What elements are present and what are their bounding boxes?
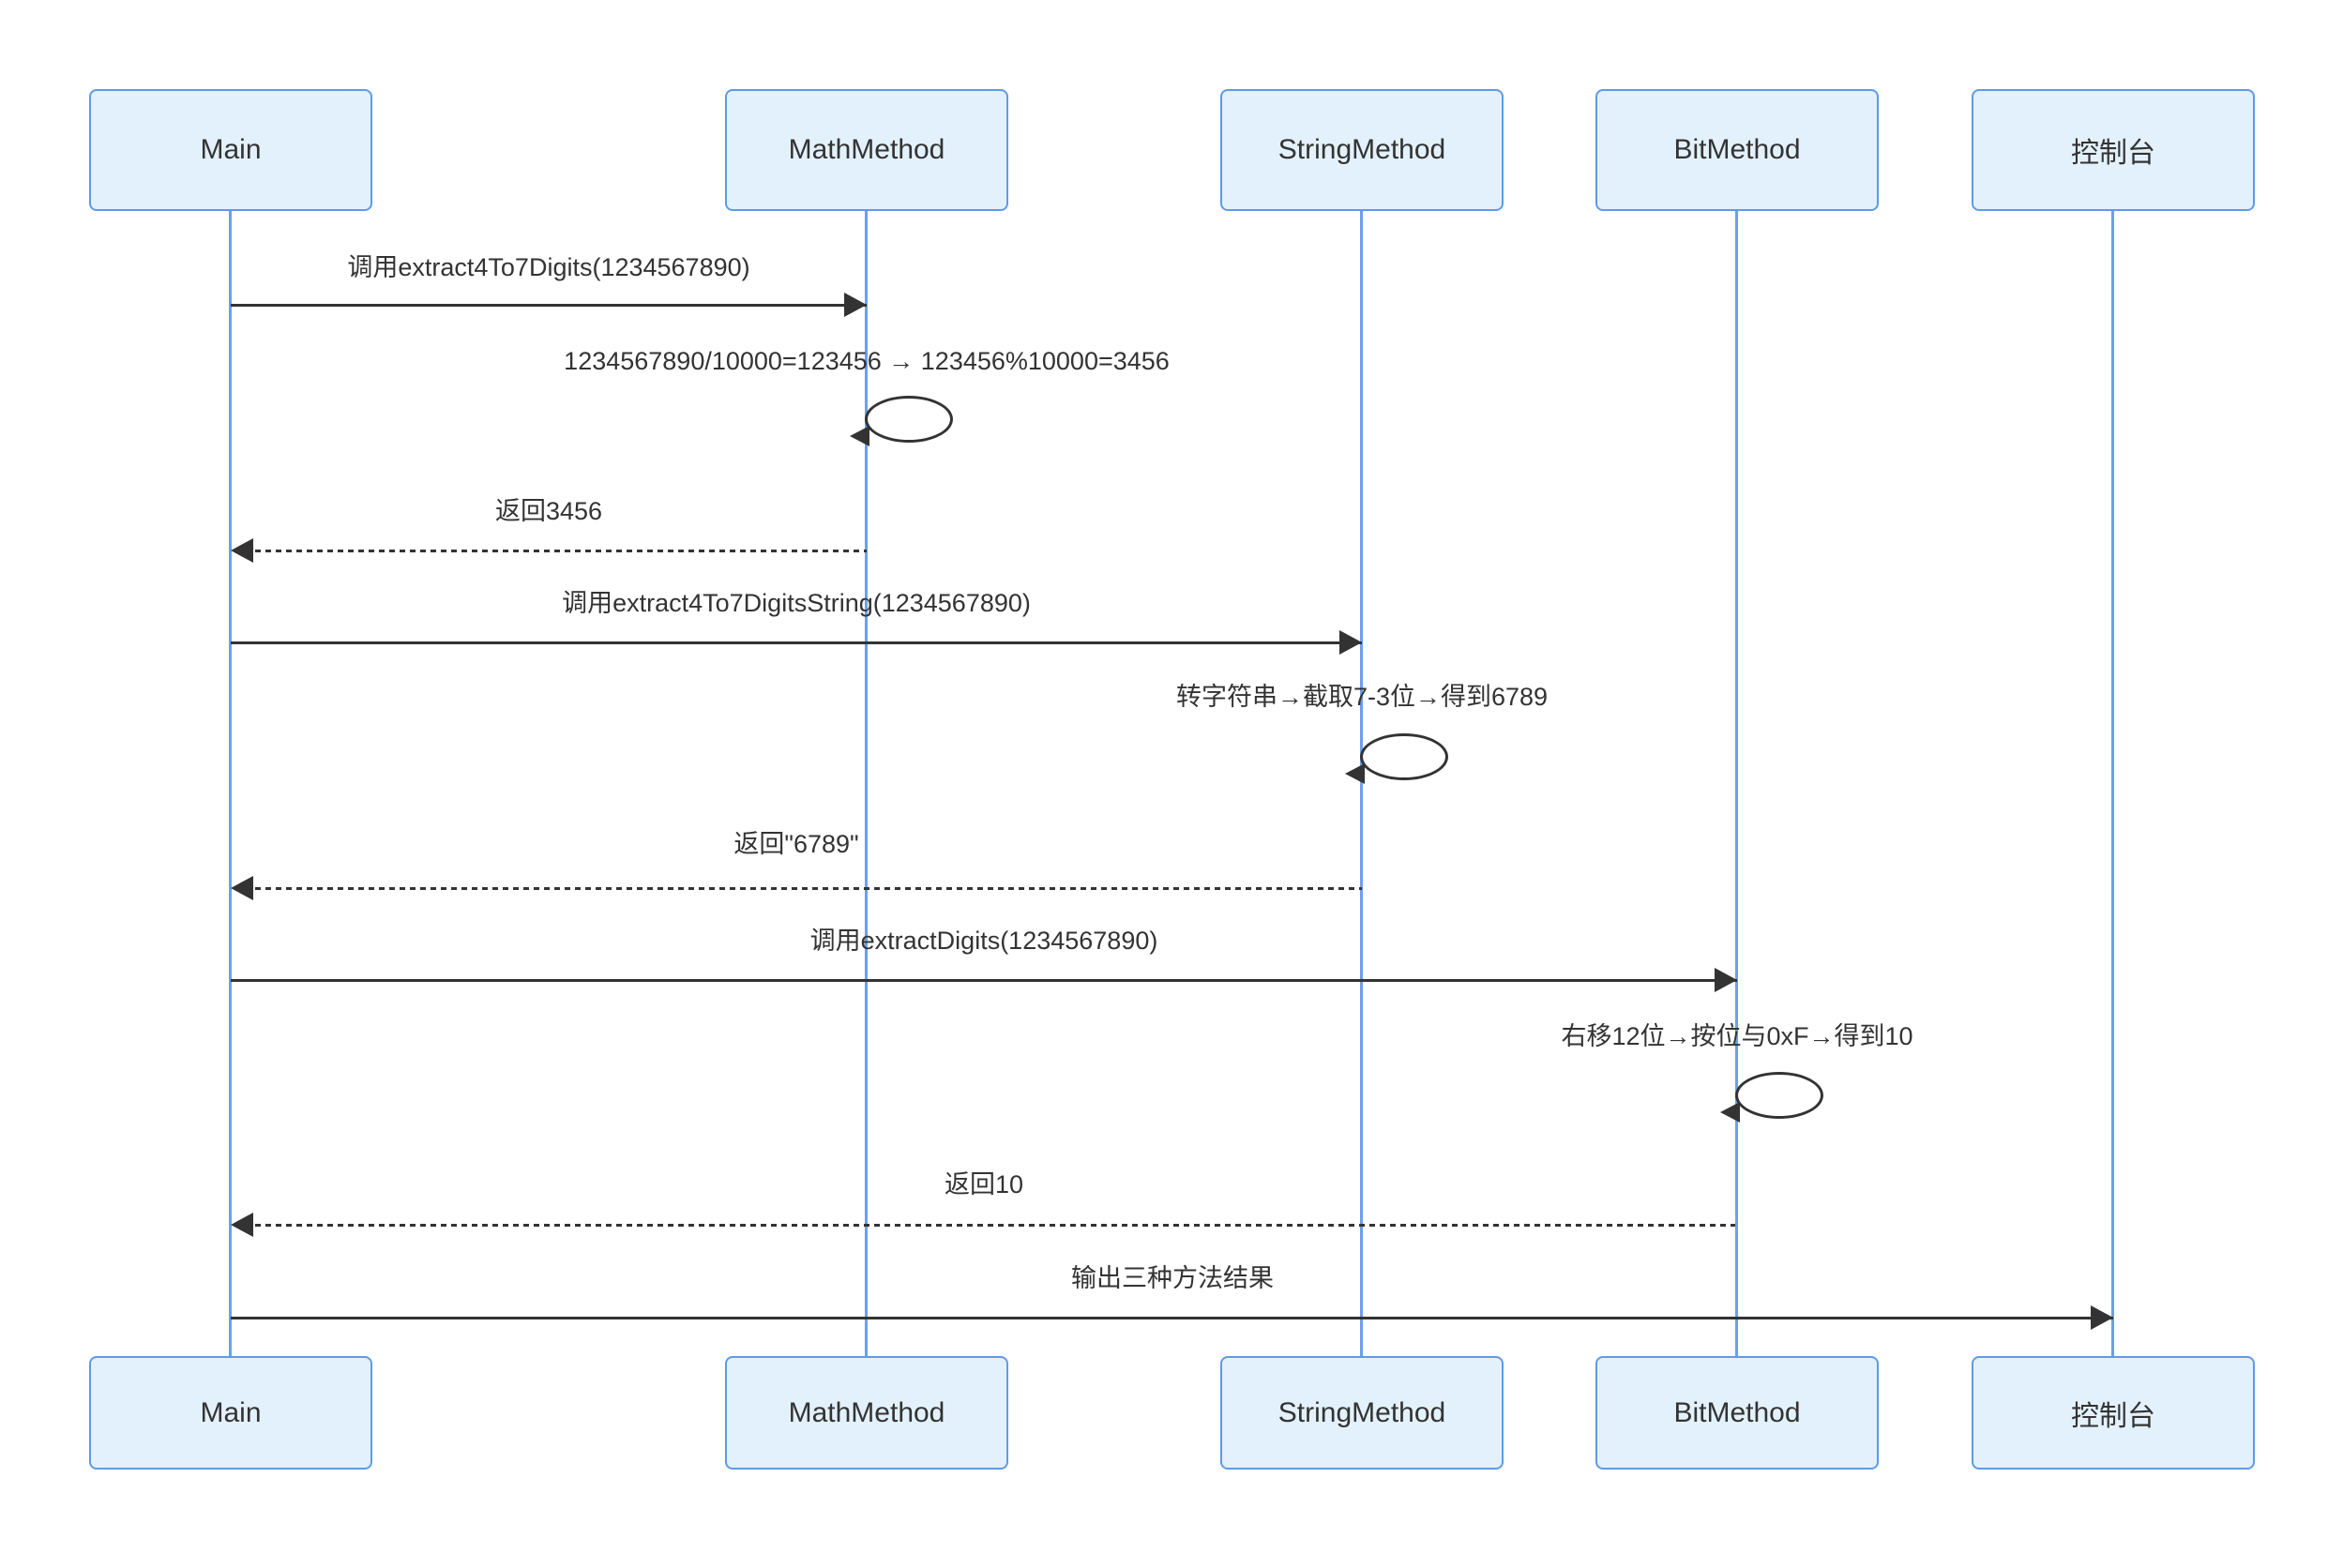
arrowhead-right-icon (1715, 968, 1737, 992)
lifeline-mathmethod (865, 211, 868, 1356)
actor-top-mathmethod: MathMethod (725, 89, 1008, 211)
actor-label: StringMethod (1277, 1396, 1446, 1428)
actor-top-main: Main (89, 89, 372, 211)
self-loop-arc (1360, 733, 1448, 780)
message-label: 调用extract4To7DigitsString(1234567890) (562, 589, 1031, 617)
arrowhead-left-icon (850, 426, 869, 446)
actor-label: 控制台 (2071, 138, 2155, 169)
actor-label: Main (200, 1396, 262, 1428)
message-arrow-line (231, 1317, 2113, 1319)
lifeline-main (229, 211, 232, 1356)
message-return-line (234, 550, 867, 552)
message-label: 返回3456 (494, 497, 603, 525)
message-label: 返回"6789" (733, 830, 859, 858)
arrowhead-left-icon (231, 538, 253, 563)
self-loop-arc (1735, 1072, 1823, 1119)
actor-bottom-main: Main (89, 1356, 372, 1470)
message-label: 调用extractDigits(1234567890) (809, 927, 1158, 955)
lifeline-console (2111, 211, 2114, 1356)
arrowhead-left-icon (1720, 1102, 1740, 1123)
actor-top-stringmethod: StringMethod (1220, 89, 1504, 211)
actor-top-console: 控制台 (1972, 89, 2255, 211)
actor-bottom-mathmethod: MathMethod (725, 1356, 1008, 1470)
self-message-label: 右移12位→按位与0xF→得到10 (1561, 1022, 1913, 1050)
actor-label: BitMethod (1673, 1396, 1801, 1428)
message-return-line (234, 887, 1362, 890)
arrowhead-left-icon (231, 1213, 253, 1237)
actor-label: MathMethod (788, 134, 945, 165)
arrowhead-right-icon (2091, 1305, 2113, 1330)
message-label: 调用extract4To7Digits(1234567890) (347, 253, 750, 281)
message-return-line (234, 1224, 1735, 1227)
message-arrow-line (231, 304, 867, 307)
arrowhead-right-icon (1339, 630, 1362, 655)
self-message-label: 1234567890/10000=123456 → 123456%10000=3… (564, 347, 1170, 375)
self-message-label: 转字符串→截取7-3位→得到6789 (1175, 683, 1549, 711)
actor-label: 控制台 (2071, 1400, 2155, 1432)
message-arrow-line (231, 979, 1737, 982)
arrowhead-right-icon (844, 293, 867, 317)
actor-bottom-console: 控制台 (1972, 1356, 2255, 1470)
arrowhead-left-icon (1345, 763, 1365, 784)
actor-top-bitmethod: BitMethod (1595, 89, 1879, 211)
actor-bottom-stringmethod: StringMethod (1220, 1356, 1504, 1470)
actor-bottom-bitmethod: BitMethod (1595, 1356, 1879, 1470)
arrowhead-left-icon (231, 876, 253, 900)
message-arrow-line (231, 641, 1362, 644)
actor-label: Main (200, 134, 262, 165)
self-loop-arc (865, 396, 953, 443)
message-label: 输出三种方法结果 (1071, 1264, 1274, 1292)
lifeline-bitmethod (1735, 211, 1738, 1356)
actor-label: MathMethod (788, 1396, 945, 1428)
actor-label: BitMethod (1673, 134, 1801, 165)
message-label: 返回10 (944, 1170, 1024, 1199)
actor-label: StringMethod (1277, 134, 1446, 165)
